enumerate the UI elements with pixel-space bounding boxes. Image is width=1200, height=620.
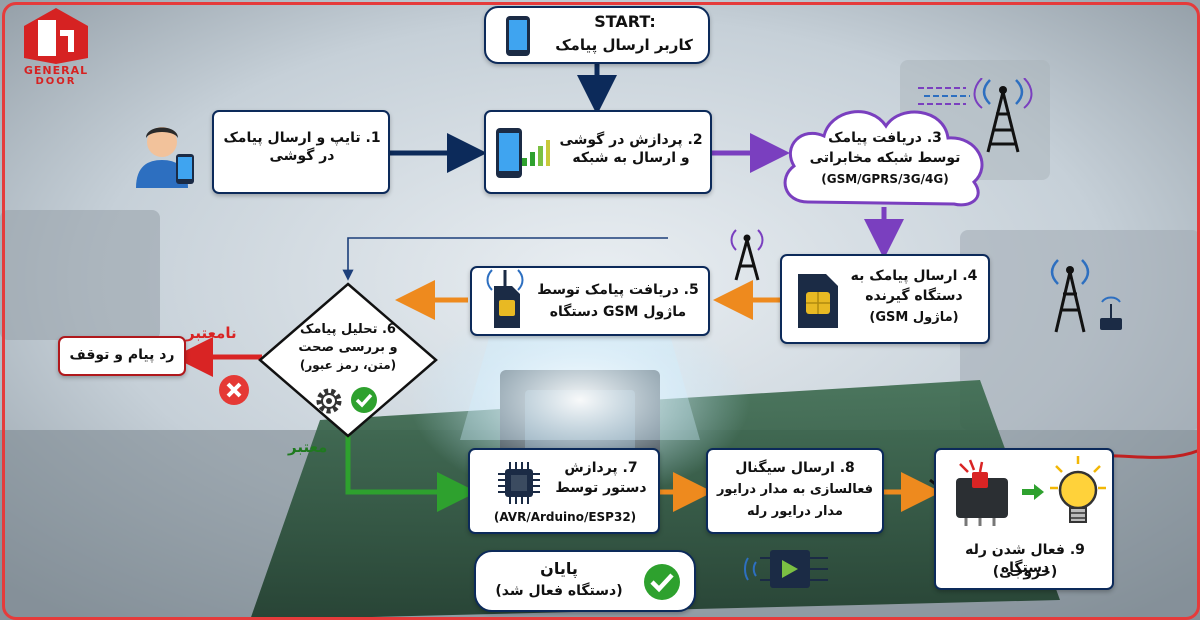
step4-box: 4. ارسال پیامک به دستگاه گیرنده (ماژول G… — [780, 254, 990, 344]
smartphone-icon — [496, 128, 522, 178]
start-title: START: — [594, 12, 656, 31]
step8-box: 8. ارسال سیگنال فعالسازی به مدار درایور … — [706, 448, 884, 534]
step4-line1: 4. ارسال پیامک به — [850, 268, 978, 284]
step2-box: 2. پردازش در گوشی و ارسال به شبکه — [484, 110, 712, 194]
arrow-right-icon — [1022, 484, 1044, 500]
step8-line2: فعالسازی به مدار درایور — [716, 482, 874, 497]
step7-line1: 7. پردازش — [564, 460, 638, 476]
step1-box: 1. تایپ و ارسال پیامک در گوشی — [212, 110, 390, 194]
step3-line3: (GSM/GPRS/3G/4G) — [821, 172, 949, 186]
cell-tower-icon — [730, 229, 764, 281]
relay-driver-icon — [744, 550, 828, 588]
cell-tower-icon — [973, 78, 1033, 153]
invalid-label: نامعتبر — [186, 324, 237, 342]
step7-line2: دستور توسط — [555, 480, 647, 496]
step8-line1: 8. ارسال سیگنال — [735, 460, 855, 476]
brand-logo-mark — [24, 8, 88, 64]
step3-line1: 3. دریافت پیامک — [828, 130, 942, 146]
check-icon — [351, 387, 377, 413]
step5-line1: 5. دریافت پیامک توسط — [537, 282, 699, 298]
step6-line3: (متن، رمز عبور) — [299, 358, 397, 372]
start-box: START: کاربر ارسال پیامک — [484, 6, 710, 64]
microchip-icon — [498, 462, 540, 504]
step2-text: 2. پردازش در گوشی و ارسال به شبکه — [559, 132, 703, 166]
step5-box: 5. دریافت پیامک توسط ماژول GSM دستگاه — [470, 266, 710, 336]
brand-name-line2: DOOR — [35, 76, 77, 87]
reject-text: رد پیام و توقف — [69, 347, 175, 363]
arrow-s6-to-s7 — [345, 432, 477, 512]
sim-module-icon — [486, 269, 524, 328]
check-icon — [644, 564, 680, 600]
gear-icon — [316, 388, 342, 414]
cross-icon — [219, 375, 249, 405]
data-stream-icon — [918, 87, 970, 105]
step7-box: 7. پردازش دستور توسط (AVR/Arduino/ESP32) — [468, 448, 660, 534]
step3-line2: توسط شبکه مخابراتی — [809, 150, 961, 166]
step4-line3: (ماژول GSM) — [869, 310, 959, 325]
end-line1: پایان — [540, 559, 578, 578]
step6-line1: 6. تحلیل پیامک — [300, 322, 396, 337]
start-text: کاربر ارسال پیامک — [555, 36, 693, 54]
brand-name-line1: GENERAL — [23, 64, 89, 77]
light-bulb-icon — [1050, 456, 1106, 523]
cloud-icon — [783, 110, 984, 207]
step9-line2: (خروجی) — [992, 564, 1058, 580]
end-box: پایان (دستگاه فعال شد) — [474, 550, 696, 612]
cell-tower-icon — [1050, 259, 1122, 333]
user-with-phone-icon — [136, 127, 194, 188]
brand-logo: GENERAL DOOR — [10, 6, 102, 87]
end-line2: (دستگاه فعال شد) — [495, 583, 623, 599]
valid-label: معتبر — [288, 438, 328, 456]
smartphone-icon — [506, 16, 530, 56]
step6-decision-diamond — [258, 282, 438, 438]
reject-box: رد پیام و توقف — [58, 336, 186, 376]
signal-bars-icon — [522, 140, 550, 166]
step1-text: 1. تایپ و ارسال پیامک در گوشی — [223, 130, 381, 164]
step4-line2: دستگاه گیرنده — [865, 288, 963, 304]
sim-card-icon — [798, 274, 838, 328]
step9-line1: 9. فعال شدن رله دستگاه — [965, 542, 1085, 576]
relay-icon — [956, 459, 1008, 526]
step8-line3: مدار درایور رله — [747, 504, 843, 519]
step6-line2: و بررسی صحت — [298, 340, 398, 355]
step5-line2: ماژول GSM دستگاه — [549, 304, 687, 320]
step9-box: 9. فعال شدن رله دستگاه (خروجی) — [934, 448, 1114, 590]
step7-line3: (AVR/Arduino/ESP32) — [493, 510, 637, 524]
arrow-thin-return — [342, 237, 668, 281]
